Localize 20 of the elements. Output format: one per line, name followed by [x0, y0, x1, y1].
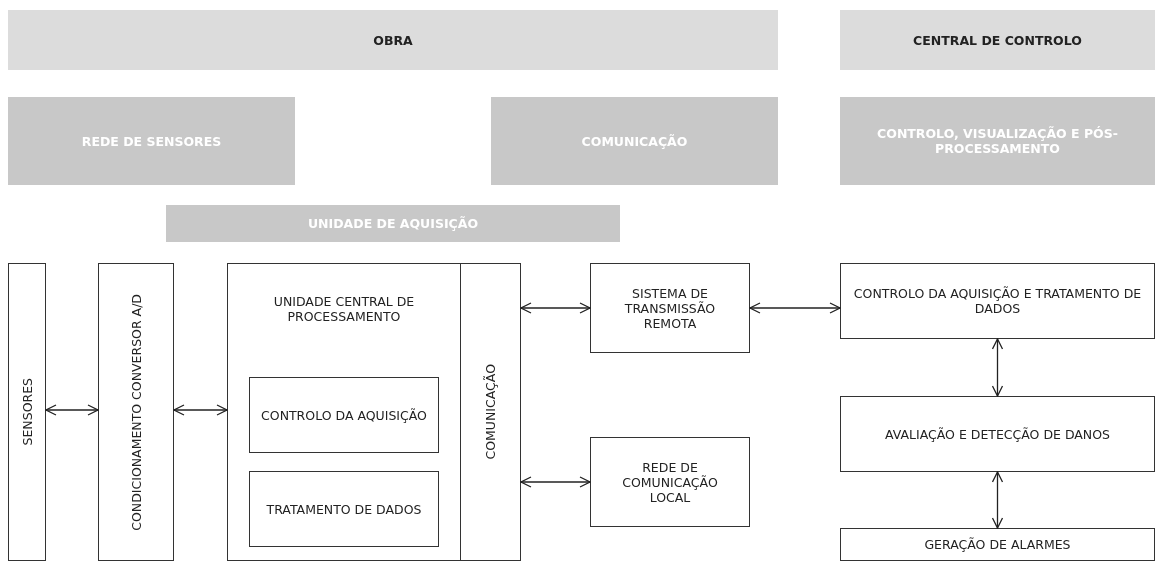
- process-box: AVALIAÇÃO E DETECÇÃO DE DANOS: [840, 396, 1155, 472]
- header-band: CENTRAL DE CONTROLO: [840, 10, 1155, 70]
- double-arrow: [45, 404, 99, 416]
- process-box: SISTEMA DE TRANSMISSÃO REMOTA: [590, 263, 750, 353]
- container-box: UNIDADE CENTRAL DE PROCESSAMENTO CONTROLO DA AQUISIÇÃO TRATAMENTO DE DADOS: [227, 263, 461, 561]
- double-arrow: [991, 471, 1004, 529]
- double-arrow: [991, 338, 1004, 397]
- process-box: CONTROLO DA AQUISIÇÃO E TRATAMENTO DE DADOS: [840, 263, 1155, 339]
- vertical-box: COMUNICAÇÃO: [460, 263, 521, 561]
- process-box: GERAÇÃO DE ALARMES: [840, 528, 1155, 561]
- process-box: TRATAMENTO DE DADOS: [249, 471, 439, 547]
- double-arrow: [520, 302, 591, 314]
- double-arrow: [749, 302, 841, 314]
- header-band: OBRA: [8, 10, 778, 70]
- vertical-box: SENSORES: [8, 263, 46, 561]
- double-arrow: [173, 404, 228, 416]
- process-box: CONTROLO DA AQUISIÇÃO: [249, 377, 439, 453]
- process-box: REDE DE COMUNICAÇÃO LOCAL: [590, 437, 750, 527]
- double-arrow: [520, 476, 591, 488]
- vertical-box: CONDICIONAMENTO CONVERSOR A/D: [98, 263, 174, 561]
